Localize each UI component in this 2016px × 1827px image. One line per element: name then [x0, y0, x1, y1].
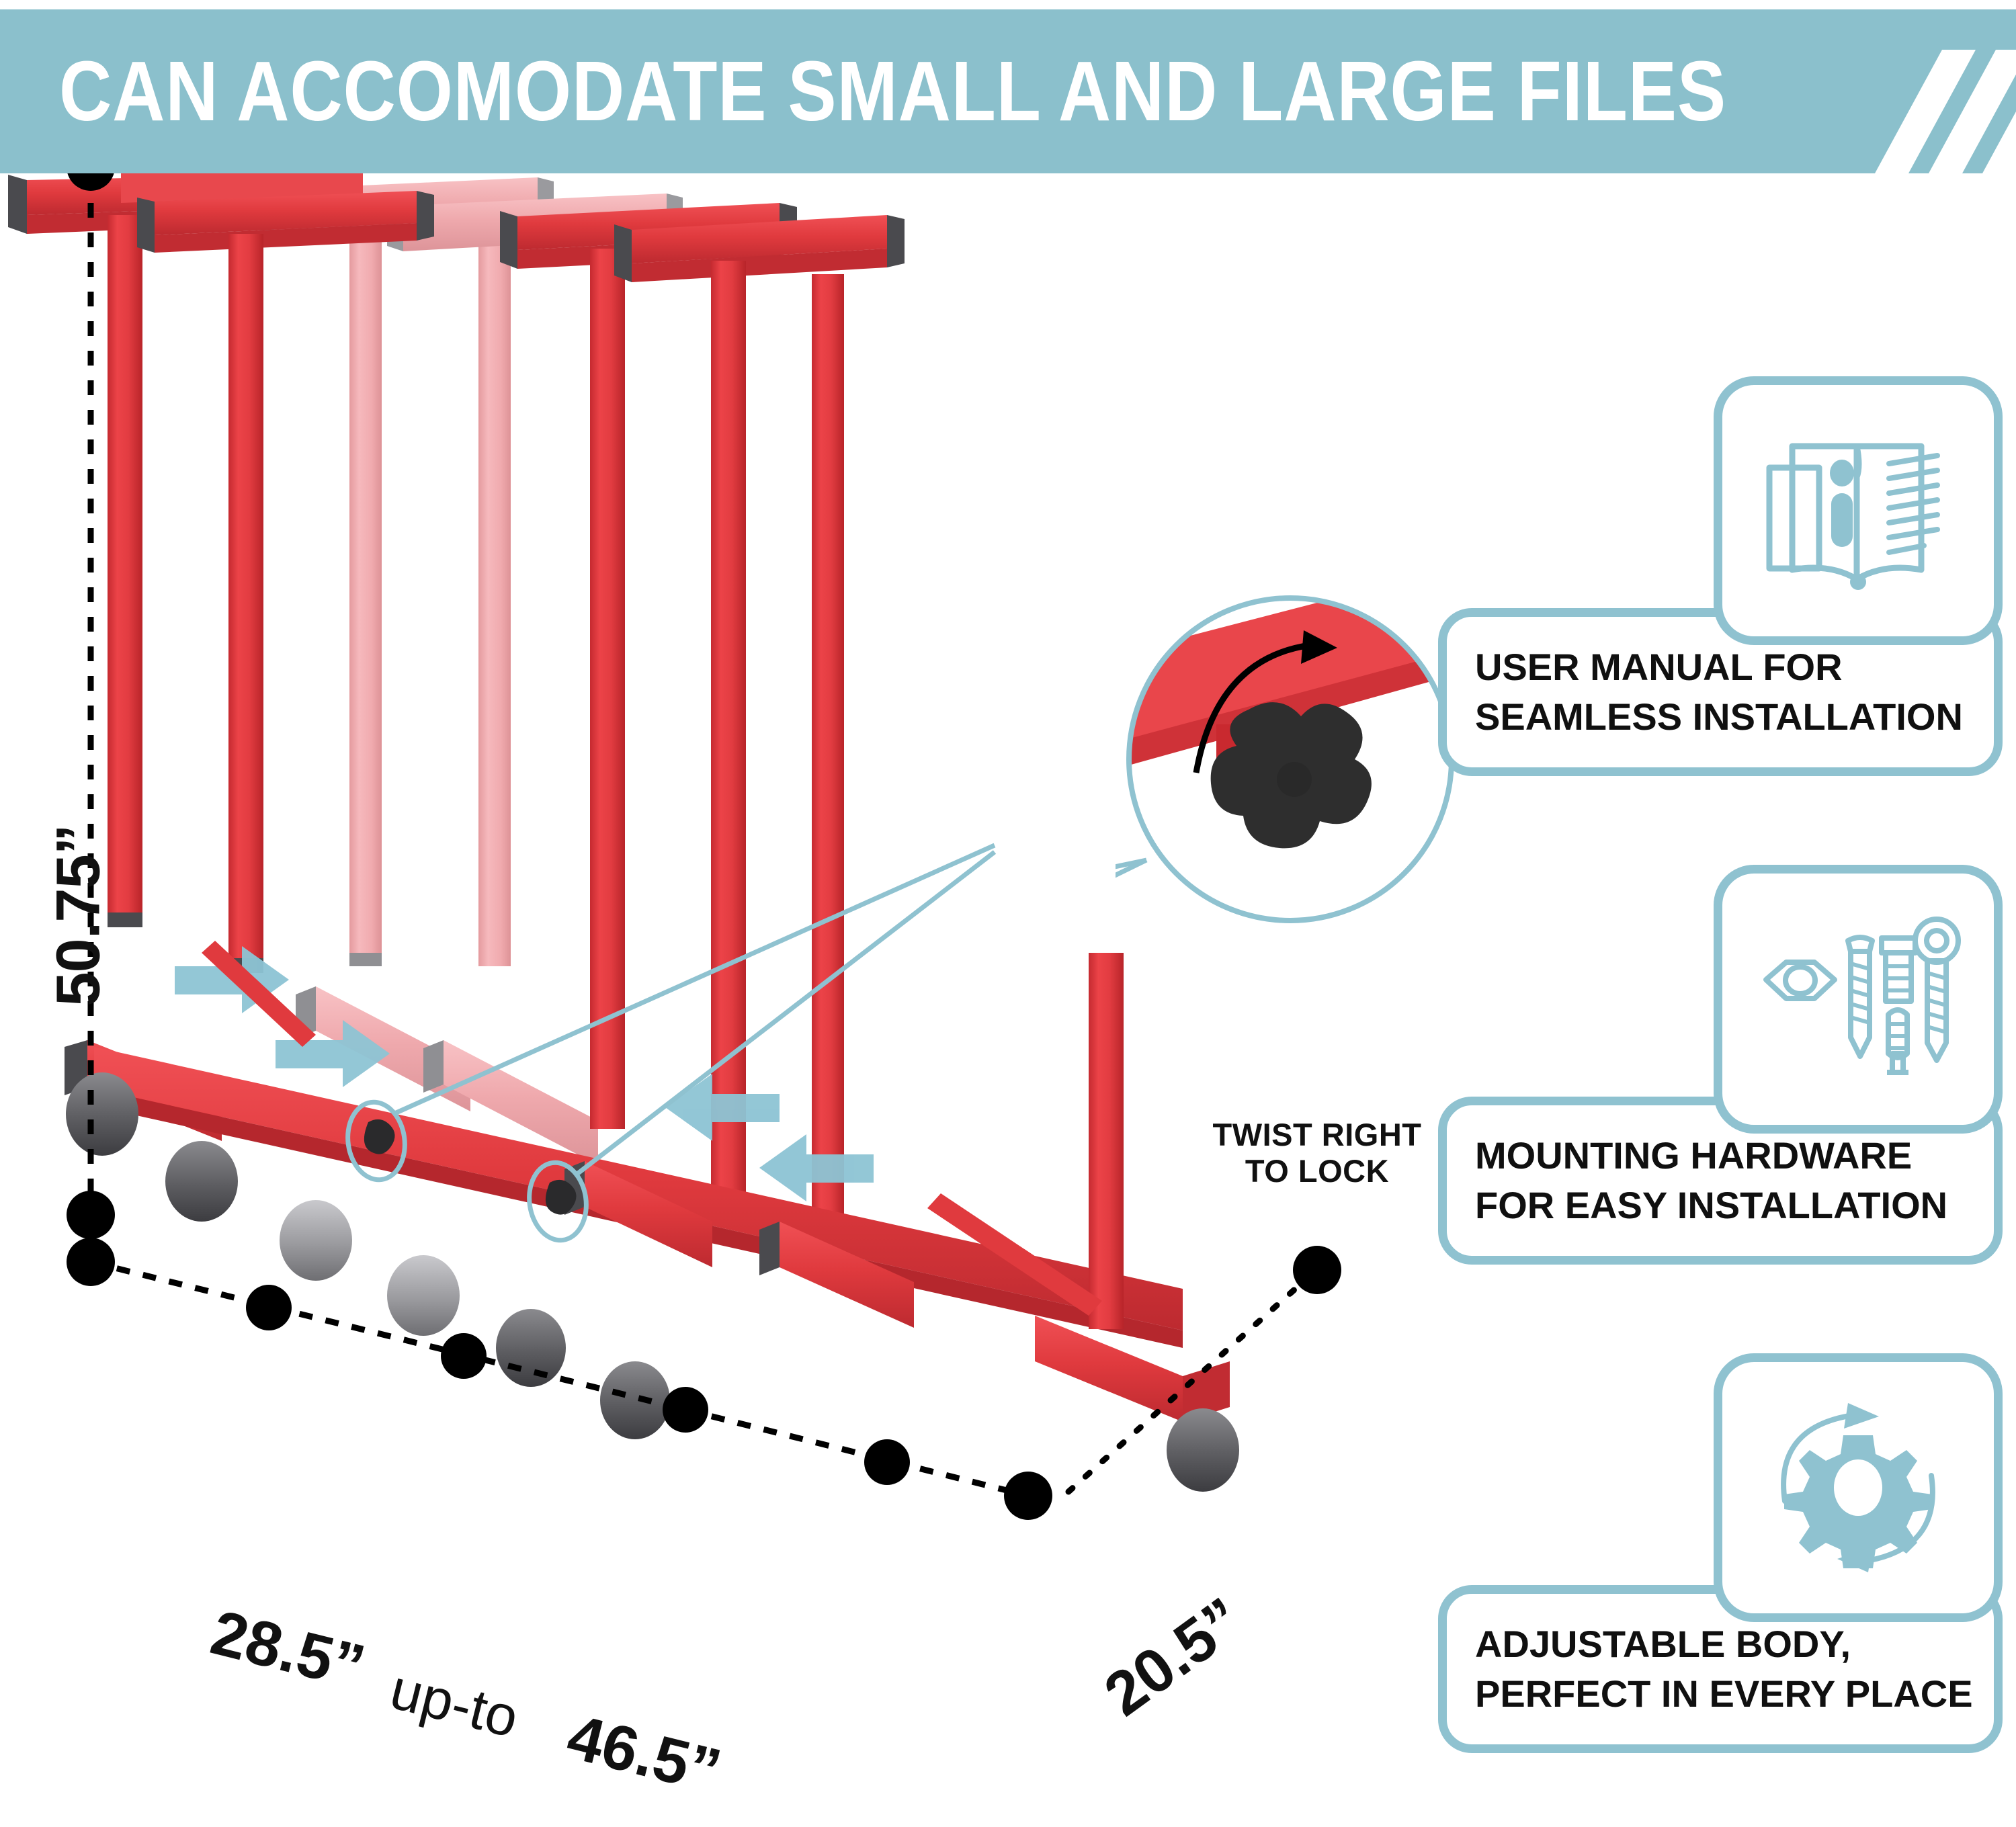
dimension-guides: [67, 173, 1341, 1520]
rack-front-left-column: [8, 169, 434, 973]
feature-icon-box-adjustable-body: [1714, 1353, 2003, 1622]
page-title: CAN ACCOMODATE SMALL AND LARGE FILES: [59, 44, 1727, 138]
feature-icon-box-mounting-hardware: [1714, 865, 2003, 1134]
product-illustration: [0, 169, 1425, 1824]
gear-rotation-icon: [1781, 1403, 1935, 1572]
banner-stripes-decoration: [1875, 50, 2016, 173]
rack-svg: [8, 169, 1239, 1492]
feature-card-mounting-hardware[interactable]: MOUNTING HARDWARE FOR EASY INSTALLATION: [1438, 865, 2003, 1335]
twist-lock-caption: TWIST RIGHT TO LOCK: [1206, 1117, 1428, 1189]
mounting-hardware-icon: [1763, 917, 1961, 1075]
twist-lock-caption-line1: TWIST RIGHT: [1212, 1117, 1422, 1152]
rack-base-frame: [65, 941, 1230, 1422]
feature-card-adjustable-body[interactable]: ADJUSTABLE BODY, PERFECT IN EVERY PLACE: [1438, 1353, 2003, 1824]
feature-label-mounting-hardware: MOUNTING HARDWARE FOR EASY INSTALLATION: [1475, 1134, 1948, 1226]
open-book-info-icon: [1766, 443, 1940, 590]
twist-lock-callout: [1116, 595, 1454, 923]
feature-text-box-mounting-hardware: MOUNTING HARDWARE FOR EASY INSTALLATION: [1438, 1097, 2003, 1265]
feature-icon-box-user-manual: [1714, 376, 2003, 645]
lock-knob-highlights: [345, 843, 997, 1243]
twist-lock-caption-line2: TO LOCK: [1245, 1153, 1390, 1189]
feature-label-adjustable-body: ADJUSTABLE BODY, PERFECT IN EVERY PLACE: [1475, 1623, 1973, 1715]
caster-wheels: [66, 1072, 1239, 1492]
lock-knobs: [364, 1119, 577, 1215]
feature-card-user-manual[interactable]: USER MANUAL FOR SEAMLESS INSTALLATION: [1438, 376, 2003, 847]
rack-right-columns: [500, 203, 905, 1269]
feature-list: USER MANUAL FOR SEAMLESS INSTALLATION: [1438, 376, 2003, 1824]
feature-label-user-manual: USER MANUAL FOR SEAMLESS INSTALLATION: [1475, 646, 1963, 738]
dimension-height-label: 50.75”: [44, 824, 113, 1007]
header-banner: CAN ACCOMODATE SMALL AND LARGE FILES: [0, 9, 2016, 173]
